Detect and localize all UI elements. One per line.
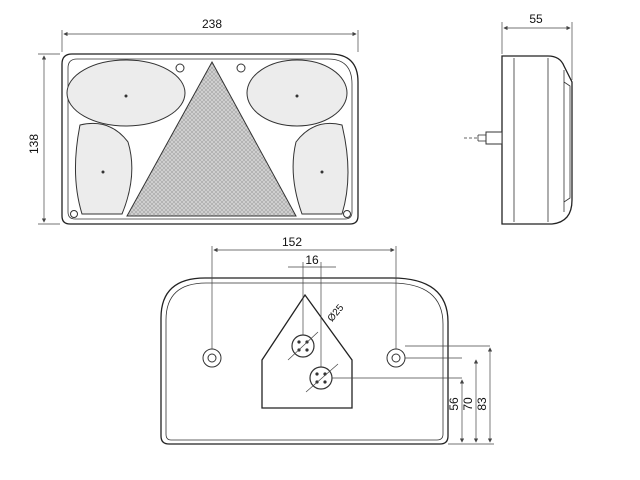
rear-view: 152 16 Ø25 56 70 83	[160, 235, 494, 445]
bottom-left-lens	[75, 122, 133, 215]
rear-bolt-right	[386, 348, 406, 368]
top-left-lens-dot	[124, 94, 128, 98]
side-housing-outline	[501, 55, 573, 225]
side-connector-stud	[485, 131, 503, 145]
front-height-label: 138	[27, 134, 41, 154]
side-depth-label: 55	[529, 12, 543, 26]
rear-bolt-left	[202, 348, 222, 368]
front-screw-top-left	[175, 63, 185, 73]
front-housing-inner	[67, 58, 353, 220]
bottom-right-lens	[292, 122, 349, 215]
rear-bolt-spacing-label: 152	[282, 235, 302, 249]
front-screw-bottom-right	[343, 210, 351, 218]
rear-housing-inner	[165, 282, 444, 441]
front-width-label: 238	[202, 17, 222, 31]
side-view: 55	[464, 12, 573, 225]
rear-connector-spacing-label: 16	[305, 253, 319, 267]
front-screw-bottom-left	[70, 210, 78, 218]
rear-height-label-83: 83	[475, 397, 489, 411]
front-housing-outline	[61, 53, 359, 225]
bottom-right-lens-dot	[320, 170, 324, 174]
rear-height-label-56: 56	[447, 397, 461, 411]
rear-housing-outline	[160, 277, 449, 445]
rear-mounting-plate	[261, 293, 353, 409]
top-right-lens	[246, 59, 348, 127]
front-screw-top-right	[236, 63, 246, 73]
bottom-left-lens-dot	[101, 170, 105, 174]
top-left-lens	[66, 59, 186, 127]
top-right-lens-dot	[295, 94, 299, 98]
reflector-triangle	[126, 60, 297, 217]
rear-connector-diameter-label: Ø25	[326, 302, 347, 324]
rear-height-label-70: 70	[461, 397, 475, 411]
front-view: 238 138	[27, 17, 359, 225]
